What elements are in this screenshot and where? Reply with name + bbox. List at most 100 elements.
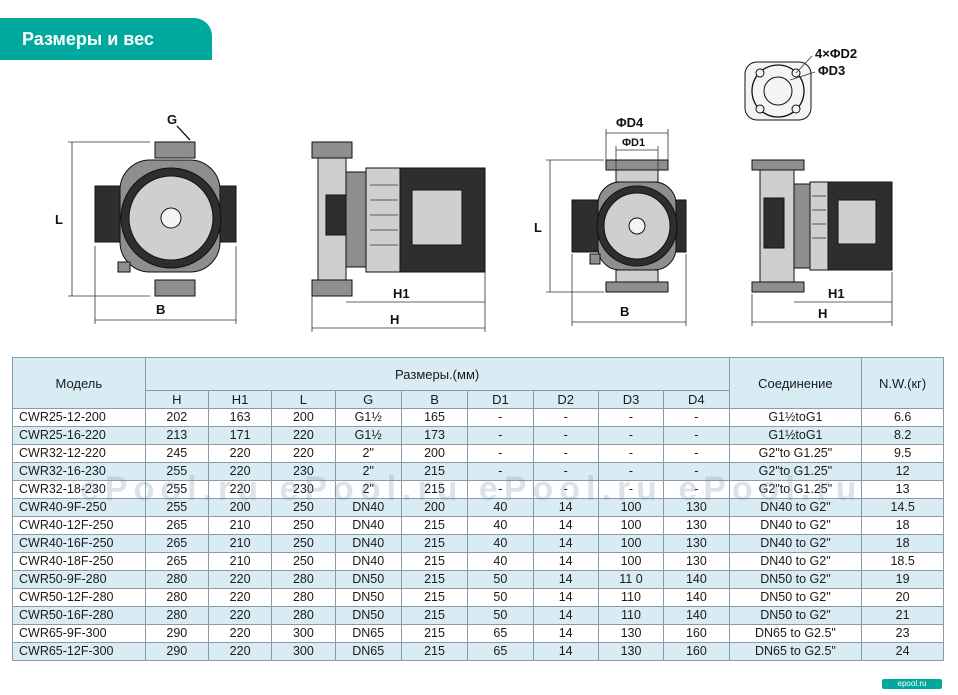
- table-cell: 215: [400, 570, 469, 589]
- table-cell: 21: [861, 606, 944, 625]
- table-cell: G2"to G1.25": [728, 444, 863, 463]
- table-cell: DN50 to G2": [728, 606, 863, 625]
- table-cell: 255: [144, 498, 209, 517]
- table-cell: 6.6: [861, 408, 944, 427]
- table-cell: -: [597, 444, 665, 463]
- subheader-d3: D3: [597, 390, 665, 409]
- table-cell: DN50: [334, 606, 402, 625]
- table-cell: 130: [663, 498, 730, 517]
- table-cell: 50: [467, 588, 534, 607]
- model-cell: CWR40-9F-250: [12, 498, 146, 517]
- table-cell: 50: [467, 606, 534, 625]
- table-cell: 130: [597, 624, 665, 643]
- table-cell: 215: [400, 516, 469, 535]
- table-cell: 200: [400, 498, 469, 517]
- table-cell: 280: [271, 588, 336, 607]
- table-cell: 18: [861, 516, 944, 535]
- table-cell: 130: [663, 534, 730, 553]
- table-cell: -: [467, 426, 534, 445]
- table-cell: 14: [532, 606, 599, 625]
- table-cell: 245: [144, 444, 209, 463]
- table-cell: 14: [532, 642, 599, 661]
- subheader-h1: H1: [207, 390, 273, 409]
- table-cell: DN50 to G2": [728, 588, 863, 607]
- table-cell: 215: [400, 552, 469, 571]
- table-cell: 200: [207, 498, 273, 517]
- table-cell: DN50 to G2": [728, 570, 863, 589]
- table-cell: 213: [144, 426, 209, 445]
- table-cell: 220: [271, 444, 336, 463]
- table-cell: 250: [271, 552, 336, 571]
- header-connection: Соединение: [728, 357, 863, 409]
- table-cell: 215: [400, 534, 469, 553]
- table-cell: 140: [663, 570, 730, 589]
- table-cell: 280: [271, 606, 336, 625]
- table-cell: -: [663, 462, 730, 481]
- table-cell: 40: [467, 534, 534, 553]
- table-cell: 220: [207, 624, 273, 643]
- table-cell: 14: [532, 552, 599, 571]
- table-cell: G1½: [334, 408, 402, 427]
- table-cell: 163: [207, 408, 273, 427]
- table-cell: 14: [532, 534, 599, 553]
- table-cell: 230: [271, 462, 336, 481]
- table-cell: G1½: [334, 426, 402, 445]
- table-cell: 210: [207, 534, 273, 553]
- table-cell: 220: [207, 642, 273, 661]
- table-cell: DN50: [334, 588, 402, 607]
- table-cell: -: [532, 480, 599, 499]
- table-cell: 14: [532, 498, 599, 517]
- corner-logo: epool.ru: [882, 679, 942, 689]
- table-cell: 13: [861, 480, 944, 499]
- table-cell: -: [467, 408, 534, 427]
- subheader-g: G: [334, 390, 402, 409]
- table-cell: -: [467, 480, 534, 499]
- table-cell: 220: [207, 480, 273, 499]
- model-cell: CWR40-18F-250: [12, 552, 146, 571]
- table-cell: 14: [532, 516, 599, 535]
- figure-front-threaded: G L B: [55, 112, 237, 324]
- subheader-d1: D1: [467, 390, 534, 409]
- model-cell: CWR32-12-220: [12, 444, 146, 463]
- subheader-h: H: [144, 390, 209, 409]
- table-cell: 2": [334, 444, 402, 463]
- table-cell: 24: [861, 642, 944, 661]
- table-cell: 40: [467, 552, 534, 571]
- table-cell: 14.5: [861, 498, 944, 517]
- table-cell: 300: [271, 624, 336, 643]
- table-cell: 280: [144, 570, 209, 589]
- table-cell: 255: [144, 462, 209, 481]
- table-cell: 250: [271, 534, 336, 553]
- table-cell: 130: [597, 642, 665, 661]
- table-cell: 130: [663, 552, 730, 571]
- table-cell: 200: [271, 408, 336, 427]
- table-cell: -: [467, 444, 534, 463]
- table-cell: 130: [663, 516, 730, 535]
- table-cell: 140: [663, 606, 730, 625]
- table-cell: 50: [467, 570, 534, 589]
- figure-side-threaded: H1 H: [311, 141, 486, 332]
- dimensions-table: Модель Размеры.(мм) Соединение N.W.(кг) …: [12, 357, 944, 661]
- table-cell: 215: [400, 624, 469, 643]
- header-weight: N.W.(кг): [861, 357, 944, 409]
- table-cell: 215: [400, 462, 469, 481]
- figure-flange-top: 4×ΦD2 ΦD3: [744, 46, 857, 121]
- table-cell: 280: [144, 588, 209, 607]
- table-cell: -: [597, 462, 665, 481]
- table-cell: -: [532, 426, 599, 445]
- table-cell: 173: [400, 426, 469, 445]
- section-title-tab: Размеры и вес: [0, 18, 212, 60]
- table-cell: 290: [144, 624, 209, 643]
- table-cell: 250: [271, 498, 336, 517]
- table-cell: 210: [207, 516, 273, 535]
- table-cell: DN40 to G2": [728, 516, 863, 535]
- table-cell: 14: [532, 588, 599, 607]
- table-cell: 100: [597, 552, 665, 571]
- label-h-2: H: [818, 306, 827, 321]
